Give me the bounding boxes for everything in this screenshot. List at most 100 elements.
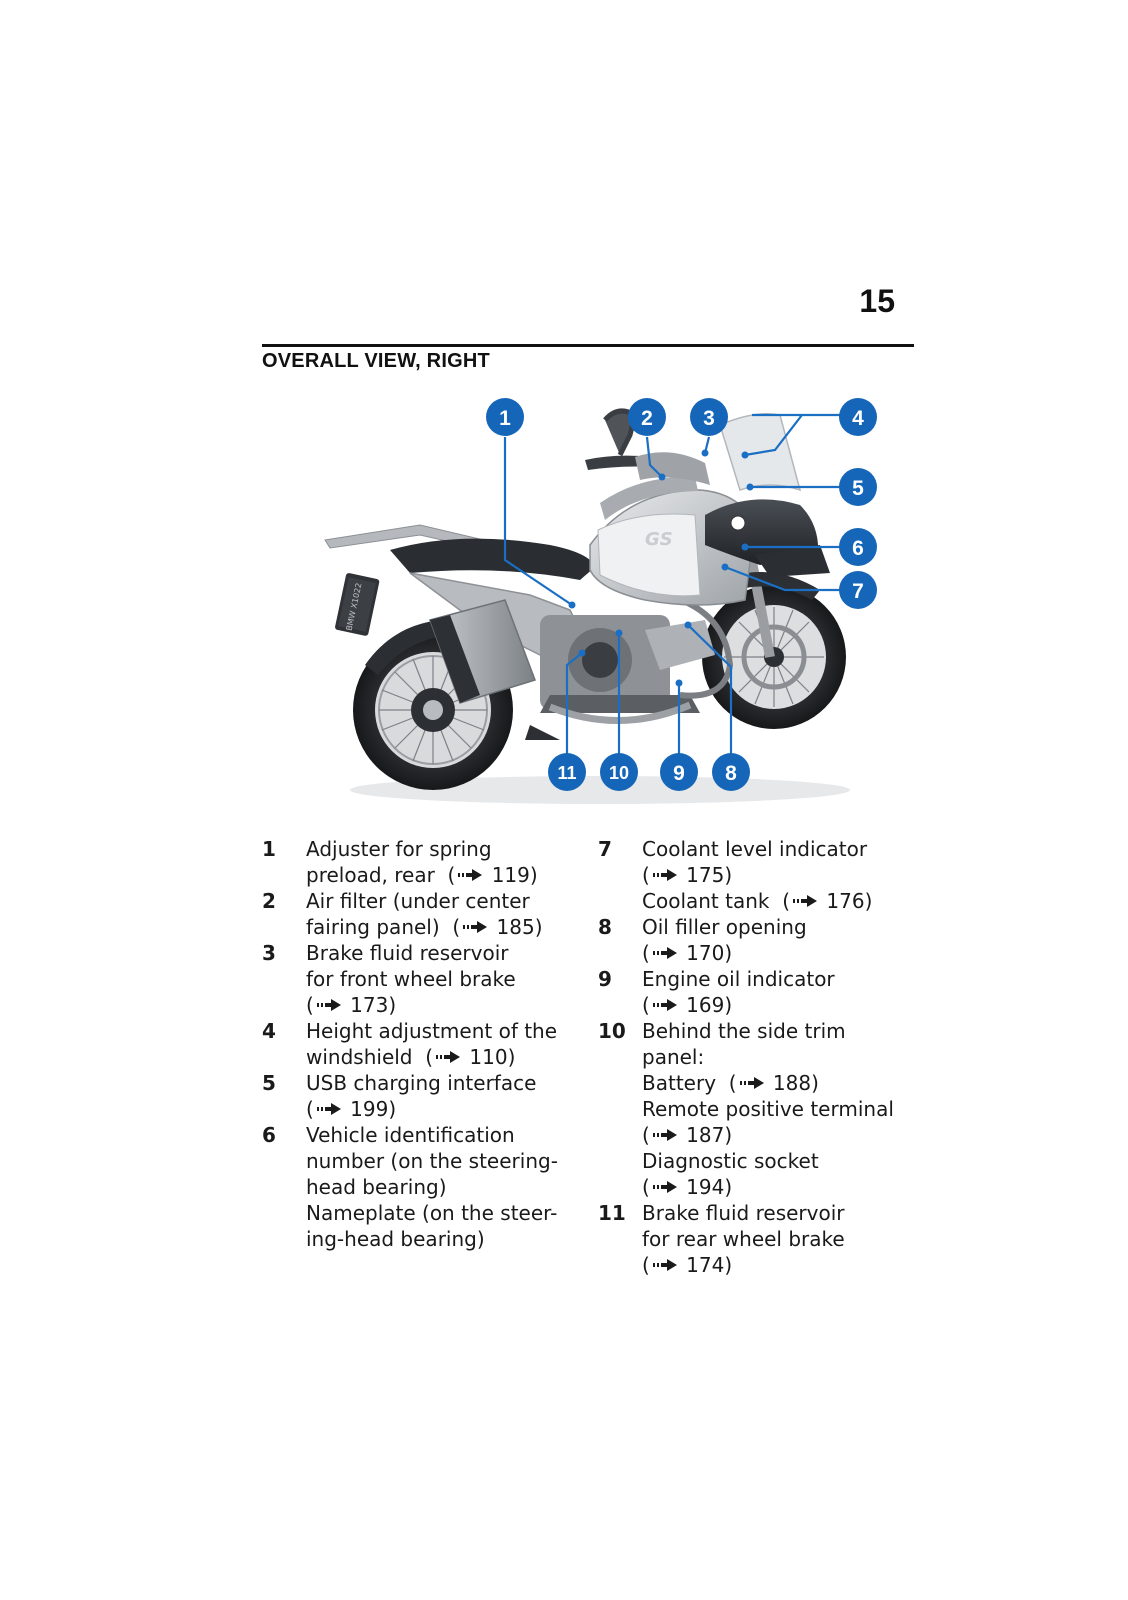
legend-item: 5 USB charging interface ( 199): [262, 1070, 567, 1122]
page-ref-arrow-icon: [436, 1051, 461, 1063]
item-text: head bearing): [306, 1175, 447, 1199]
callout-4: 4: [839, 398, 877, 436]
engine: [540, 615, 715, 713]
motorcycle-illustration: BMW X1022 GS: [324, 398, 877, 804]
item-text: windshield: [306, 1045, 413, 1069]
item-number: 5: [262, 1071, 276, 1095]
page-ref[interactable]: ( 194): [642, 1175, 733, 1199]
page-ref-arrow-icon: [652, 1259, 677, 1271]
page-ref[interactable]: ( 174): [642, 1253, 733, 1277]
callout-6: 6: [839, 528, 877, 566]
header-rule: [262, 344, 914, 347]
item-number: 4: [262, 1019, 276, 1043]
item-text: Adjuster for spring: [306, 837, 492, 861]
page-ref-arrow-icon: [316, 999, 341, 1011]
page-ref[interactable]: ( 176): [782, 889, 873, 913]
page-ref-arrow-icon: [652, 1129, 677, 1141]
callout-1: 1: [486, 398, 524, 436]
svg-text:10: 10: [609, 763, 629, 783]
svg-text:8: 8: [725, 762, 737, 785]
svg-text:4: 4: [852, 407, 864, 430]
item-text: Vehicle identification: [306, 1123, 515, 1147]
item-text: panel:: [642, 1045, 705, 1069]
page-ref-arrow-icon: [652, 947, 677, 959]
svg-text:7: 7: [852, 580, 864, 603]
item-text: fairing panel): [306, 915, 440, 939]
svg-text:GS: GS: [645, 529, 673, 550]
page-ref-arrow-icon: [652, 869, 677, 881]
legend-item: 3 Brake fluid reservoir for front wheel …: [262, 940, 567, 1018]
page-ref[interactable]: ( 187): [642, 1123, 733, 1147]
item-text: preload, rear: [306, 863, 435, 887]
page-ref-arrow-icon: [463, 921, 488, 933]
legend-left-column: 1 Adjuster for spring preload, rear ( 11…: [262, 836, 567, 1252]
page-number: 15: [859, 283, 895, 319]
page-ref[interactable]: ( 170): [642, 941, 733, 965]
legend-item: 11 Brake fluid reservoir for rear wheel …: [598, 1200, 918, 1278]
legend-item: 9 Engine oil indicator ( 169): [598, 966, 918, 1018]
callout-11: 11: [548, 753, 586, 791]
item-text: Engine oil indicator: [642, 967, 835, 991]
item-text: Remote positive terminal: [642, 1097, 894, 1121]
page-ref[interactable]: ( 185): [452, 915, 543, 939]
page-ref-arrow-icon: [458, 869, 483, 881]
page-ref-arrow-icon: [793, 895, 818, 907]
license-plate: BMW X1022: [335, 573, 380, 636]
item-text: Air filter (under center: [306, 889, 530, 913]
legend-item: 7 Coolant level indicator ( 175) Coolant…: [598, 836, 918, 914]
item-text: Oil filler opening: [642, 915, 807, 939]
page-ref[interactable]: ( 188): [728, 1071, 819, 1095]
item-number: 10: [598, 1019, 626, 1043]
callout-3: 3: [690, 398, 728, 436]
item-text: Brake fluid reservoir: [642, 1201, 845, 1225]
callout-9: 9: [660, 753, 698, 791]
callout-10: 10: [600, 753, 638, 791]
page-ref-arrow-icon: [652, 999, 677, 1011]
item-text: for rear wheel brake: [642, 1227, 845, 1251]
item-text: Coolant tank: [642, 889, 770, 913]
roundel-icon: [730, 515, 746, 531]
front-fairing: [705, 499, 819, 565]
page-ref-arrow-icon: [739, 1077, 764, 1089]
section-title: OVERALL VIEW, RIGHT: [262, 350, 490, 372]
item-text: Diagnostic socket: [642, 1149, 819, 1173]
svg-text:2: 2: [641, 407, 653, 430]
item-text: Battery: [642, 1071, 717, 1095]
item-number: 6: [262, 1123, 276, 1147]
seat: [390, 538, 595, 580]
item-number: 3: [262, 941, 276, 965]
page-ref[interactable]: ( 119): [447, 863, 538, 887]
item-text: Brake fluid reservoir: [306, 941, 509, 965]
item-number: 8: [598, 915, 612, 939]
svg-text:11: 11: [557, 763, 576, 783]
page-ref[interactable]: ( 110): [425, 1045, 516, 1069]
svg-text:9: 9: [673, 762, 685, 785]
item-number: 9: [598, 967, 612, 991]
page-ref-arrow-icon: [652, 1181, 677, 1193]
item-text: ing-head bearing): [306, 1227, 485, 1251]
page-ref[interactable]: ( 173): [306, 993, 397, 1017]
item-text: Behind the side trim: [642, 1019, 846, 1043]
page-ref-arrow-icon: [316, 1103, 341, 1115]
center-stand: [525, 725, 560, 740]
item-number: 1: [262, 837, 276, 861]
page-ref[interactable]: ( 175): [642, 863, 733, 887]
legend-item: 6 Vehicle identification number (on the …: [262, 1122, 567, 1252]
item-text: for front wheel brake: [306, 967, 516, 991]
legend-right-column: 7 Coolant level indicator ( 175) Coolant…: [598, 836, 918, 1278]
legend-item: 10 Behind the side trim panel: Battery (…: [598, 1018, 918, 1200]
page-ref[interactable]: ( 169): [642, 993, 733, 1017]
page-ref[interactable]: ( 199): [306, 1097, 397, 1121]
motorcycle-figure: BMW X1022 GS: [300, 395, 910, 820]
item-text: Height adjustment of the: [306, 1019, 558, 1043]
callout-8: 8: [712, 753, 750, 791]
svg-text:1: 1: [499, 407, 511, 430]
item-number: 7: [598, 837, 612, 861]
front-wheel: [702, 585, 846, 729]
item-text: USB charging interface: [306, 1071, 537, 1095]
item-text: Nameplate (on the steer-: [306, 1201, 558, 1225]
svg-text:5: 5: [852, 477, 864, 500]
legend-item: 4 Height adjustment of the windshield ( …: [262, 1018, 567, 1070]
callout-7: 7: [839, 571, 877, 609]
svg-text:6: 6: [852, 537, 864, 560]
